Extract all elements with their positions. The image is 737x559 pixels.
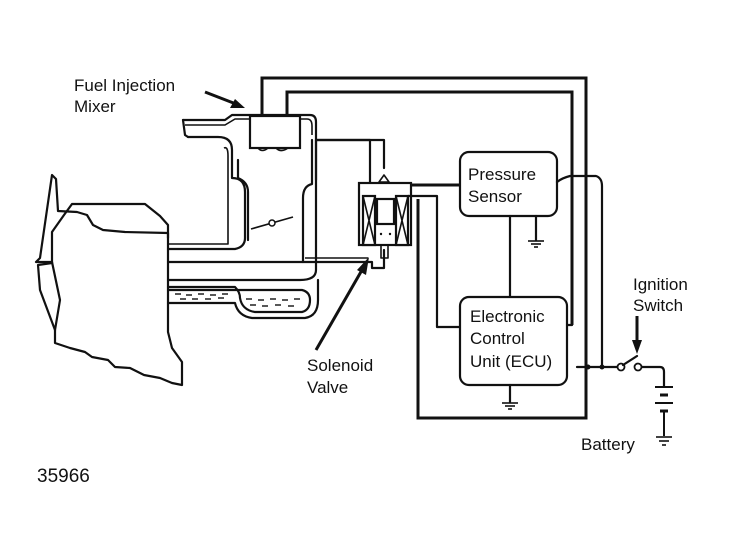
fuel-line-top xyxy=(166,138,318,282)
intake-left-wall xyxy=(181,118,190,139)
mixer-to-solenoid-line xyxy=(314,138,386,170)
plenum-to-solenoid-line xyxy=(301,248,386,270)
solenoid-valve-arrow-line xyxy=(314,269,364,351)
mixer-body-feet xyxy=(257,147,289,152)
pressure-sensor-label-line1: Pressure xyxy=(468,165,536,184)
solenoid-valve-label-line1: Solenoid xyxy=(307,356,373,375)
ecu-label-line1: Electronic xyxy=(470,307,545,326)
fuel-tank-outer xyxy=(166,278,320,320)
solenoid-valve-label-line2: Valve xyxy=(307,378,348,397)
fuel-injection-mixer-label-line1: Fuel Injection xyxy=(74,76,175,95)
ignition-switch-label-line2: Switch xyxy=(633,296,683,315)
fuel-injection-mixer-arrowhead xyxy=(230,99,245,108)
fuel-injection-mixer-label-line2: Mixer xyxy=(74,97,116,116)
figure-id-label: 35966 xyxy=(37,466,90,487)
fuel-level-hatch xyxy=(175,293,300,307)
plenum-right xyxy=(166,138,314,264)
intake-runner-inner xyxy=(168,146,229,245)
ignition-switch-arrowhead xyxy=(632,340,642,354)
pressure-sensor-label-line2: Sensor xyxy=(468,187,522,206)
fuel-injection-mixer-arrow-line xyxy=(204,90,237,106)
intake-manifold-outer xyxy=(181,113,372,200)
solenoid-to-ecu-line xyxy=(406,194,462,329)
battery-icon xyxy=(655,386,673,436)
fuel-tank xyxy=(166,285,312,314)
pressure-sensor-box xyxy=(458,150,559,218)
ignition-switch-label-line1: Ignition xyxy=(633,275,688,294)
switch-to-battery-line xyxy=(640,365,666,388)
vacuum-hose-inner xyxy=(285,90,574,325)
switch-lever xyxy=(621,354,639,367)
throttle-pivot xyxy=(268,219,276,227)
solenoid-check-arrow xyxy=(378,174,390,183)
ecu-ground-icon xyxy=(502,402,518,410)
plenum-inner-wall xyxy=(236,158,250,242)
battery-label: Battery xyxy=(581,435,635,454)
engine-block-top xyxy=(36,202,170,332)
junction-dot-1 xyxy=(585,364,591,370)
mixer-body xyxy=(248,114,302,150)
engine-block xyxy=(34,173,184,387)
intake-manifold-inner xyxy=(166,135,247,251)
intake-left-inner xyxy=(185,118,313,135)
ecu-label-line3: Unit (ECU) xyxy=(470,352,552,371)
vacuum-hose-outer xyxy=(260,76,588,420)
ecu-box xyxy=(458,295,569,387)
battery-ground-icon xyxy=(656,436,672,446)
junction-dot-2 xyxy=(599,364,605,370)
switch-contact-right xyxy=(633,362,643,372)
ecu-label-line2: Control xyxy=(470,329,525,348)
solenoid-valve-arrowhead xyxy=(357,257,369,275)
solenoid-valve xyxy=(357,174,413,259)
sensor-power-line xyxy=(555,174,604,369)
sensor-ground-icon xyxy=(528,240,544,248)
